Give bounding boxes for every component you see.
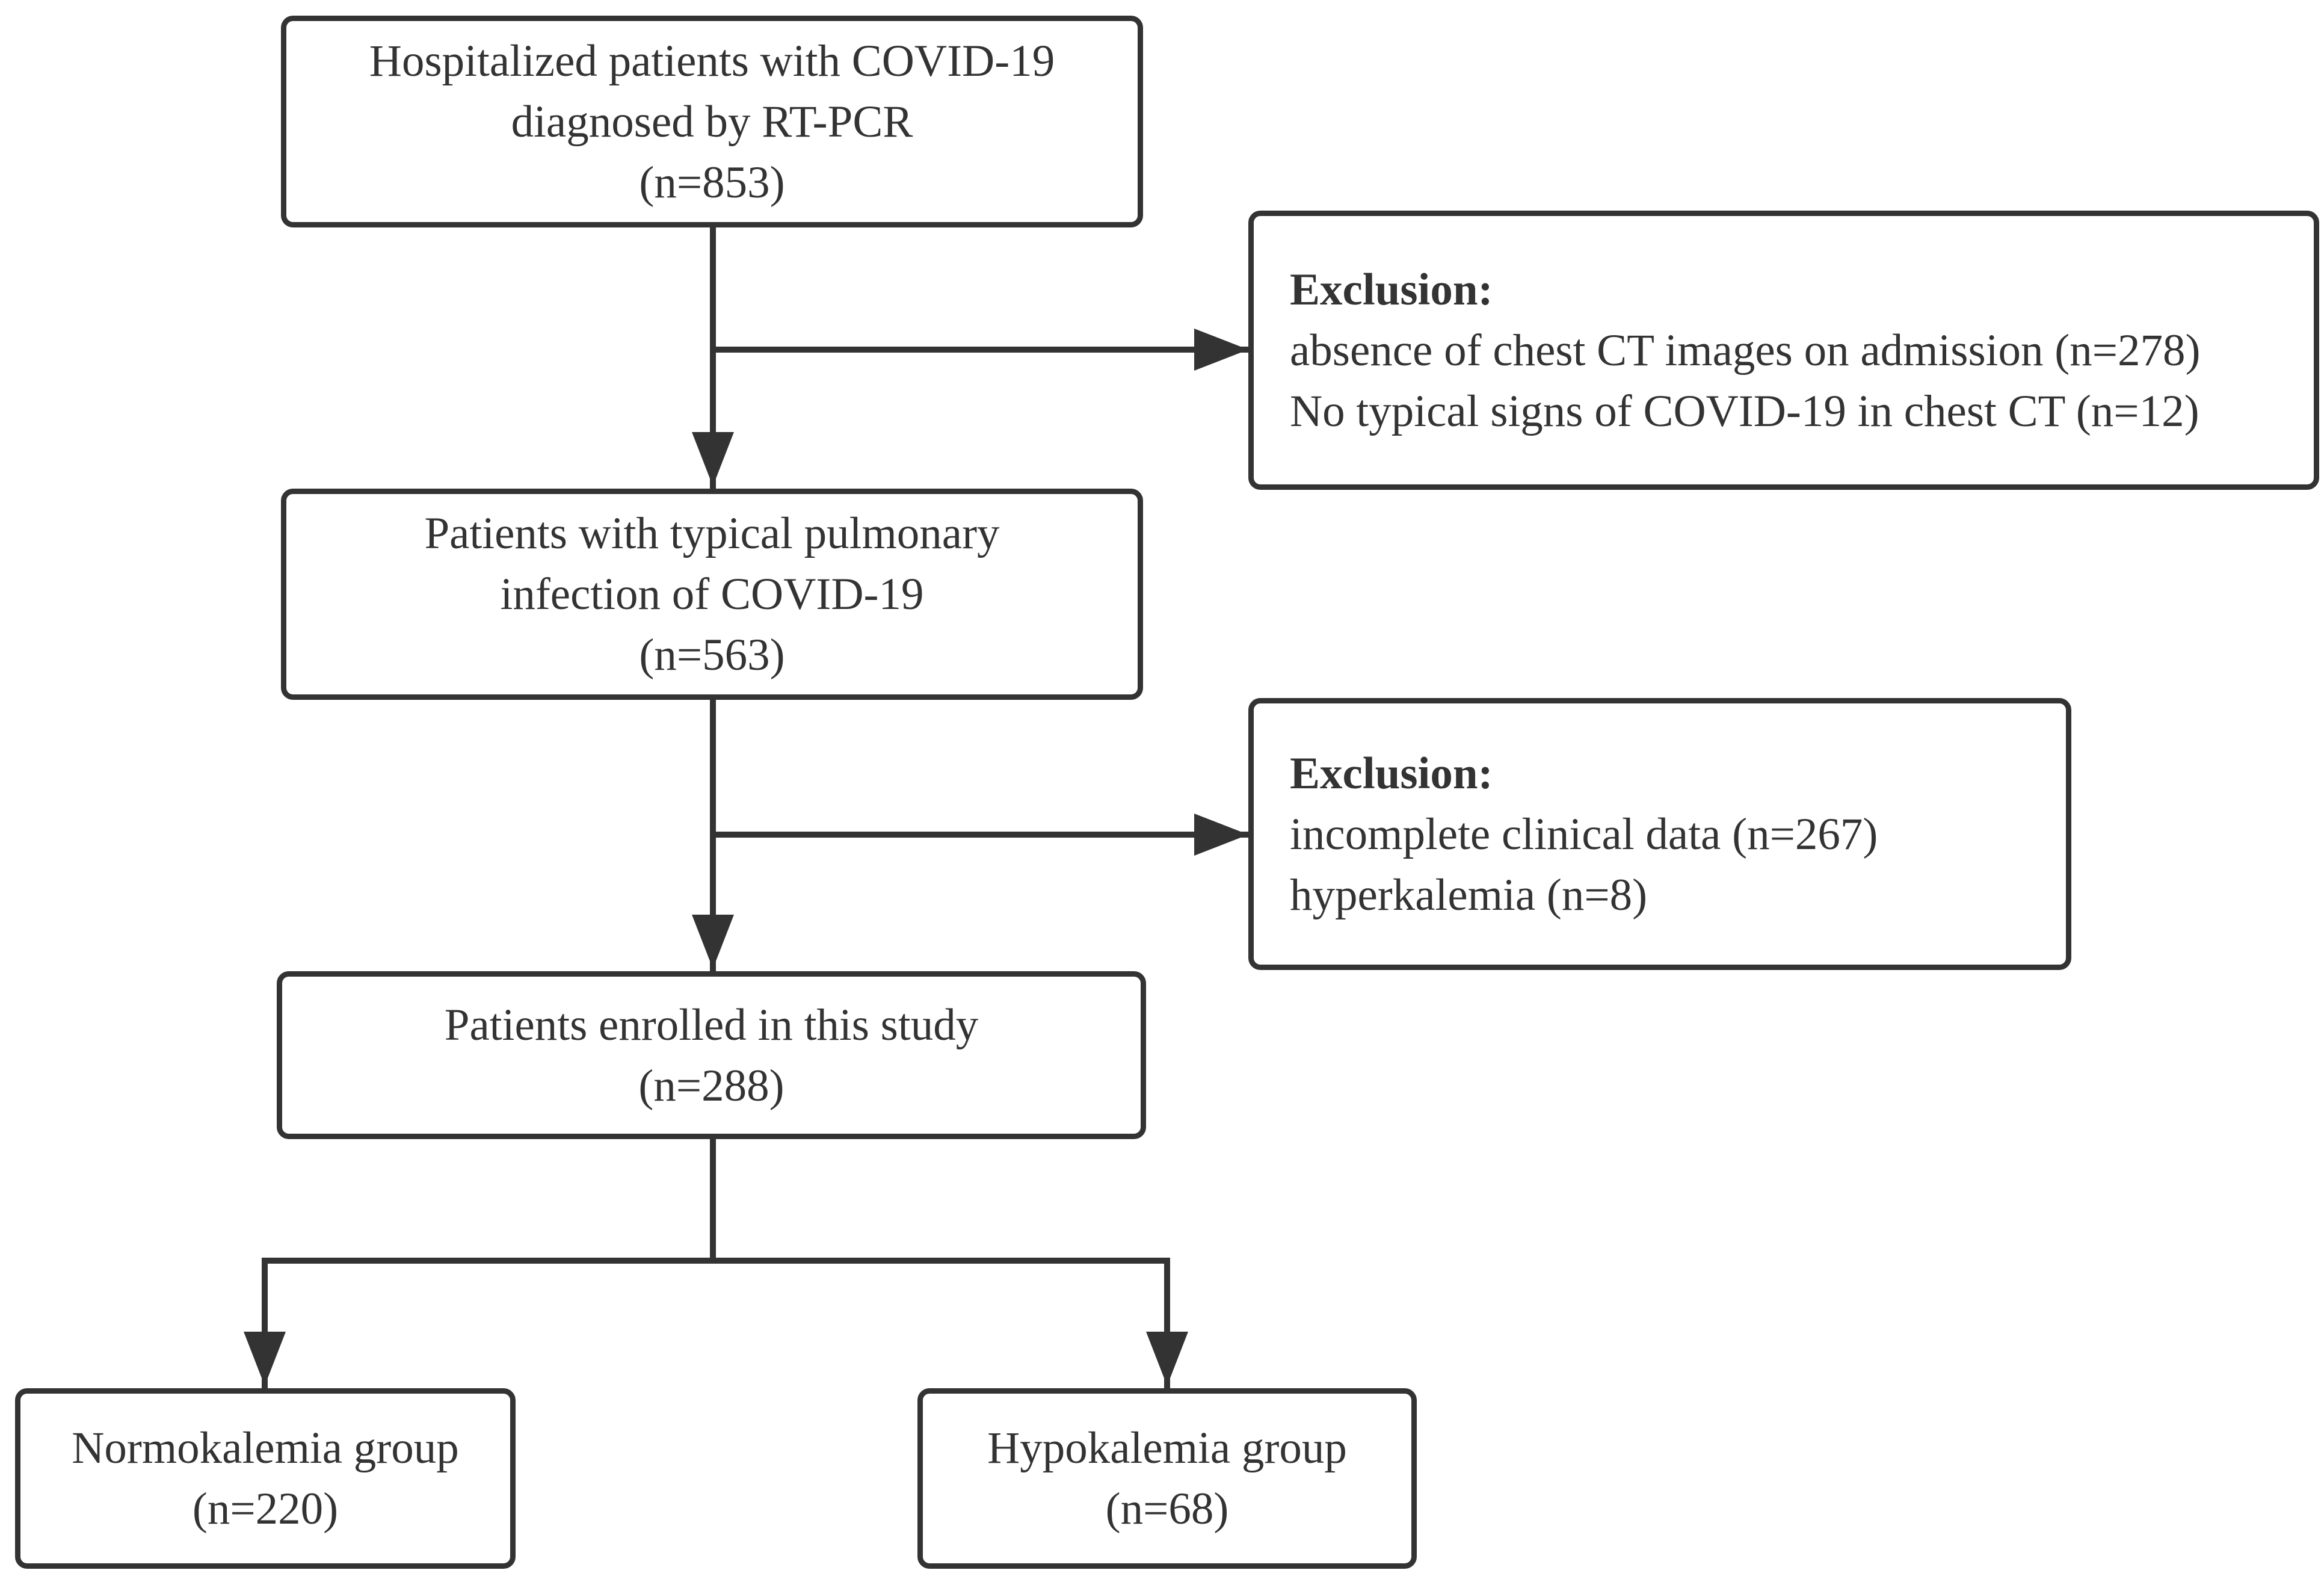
typical-infection-box: Patients with typical pulmonary infectio… [281,489,1143,700]
typical-infection-count: (n=563) [639,630,785,680]
exclusion1-item1: absence of chest CT images on admission … [1290,325,2201,375]
exclusion2-heading: Exclusion: [1290,748,1493,799]
hypokalemia-line1: Hypokalemia group [987,1423,1347,1473]
exclusion2-box: Exclusion: incomplete clinical data (n=2… [1248,698,2071,970]
typical-infection-line2: infection of COVID-19 [500,569,924,619]
normokalemia-line1: Normokalemia group [72,1423,459,1473]
exclusion1-heading: Exclusion: [1290,264,1493,315]
hypokalemia-count: (n=68) [1105,1484,1229,1534]
exclusion1-box: Exclusion: absence of chest CT images on… [1248,211,2319,490]
hypokalemia-group-box: Hypokalemia group (n=68) [917,1388,1417,1569]
hospitalized-line1: Hospitalized patients with COVID-19 [369,36,1055,86]
exclusion2-item1: incomplete clinical data (n=267) [1290,809,1878,859]
typical-infection-line1: Patients with typical pulmonary [424,508,1000,558]
exclusion1-item2: No typical signs of COVID-19 in chest CT… [1290,386,2199,436]
enrolled-line1: Patients enrolled in this study [444,1000,979,1050]
hospitalized-count: (n=853) [639,157,785,208]
normokalemia-group-box: Normokalemia group (n=220) [15,1388,516,1569]
enrolled-count: (n=288) [638,1060,784,1111]
normokalemia-count: (n=220) [192,1484,339,1534]
exclusion2-item2: hyperkalemia (n=8) [1290,870,1648,920]
hospitalized-patients-box: Hospitalized patients with COVID-19 diag… [281,16,1143,227]
enrolled-patients-box: Patients enrolled in this study (n=288) [277,971,1146,1139]
hospitalized-line2: diagnosed by RT-PCR [511,96,913,147]
